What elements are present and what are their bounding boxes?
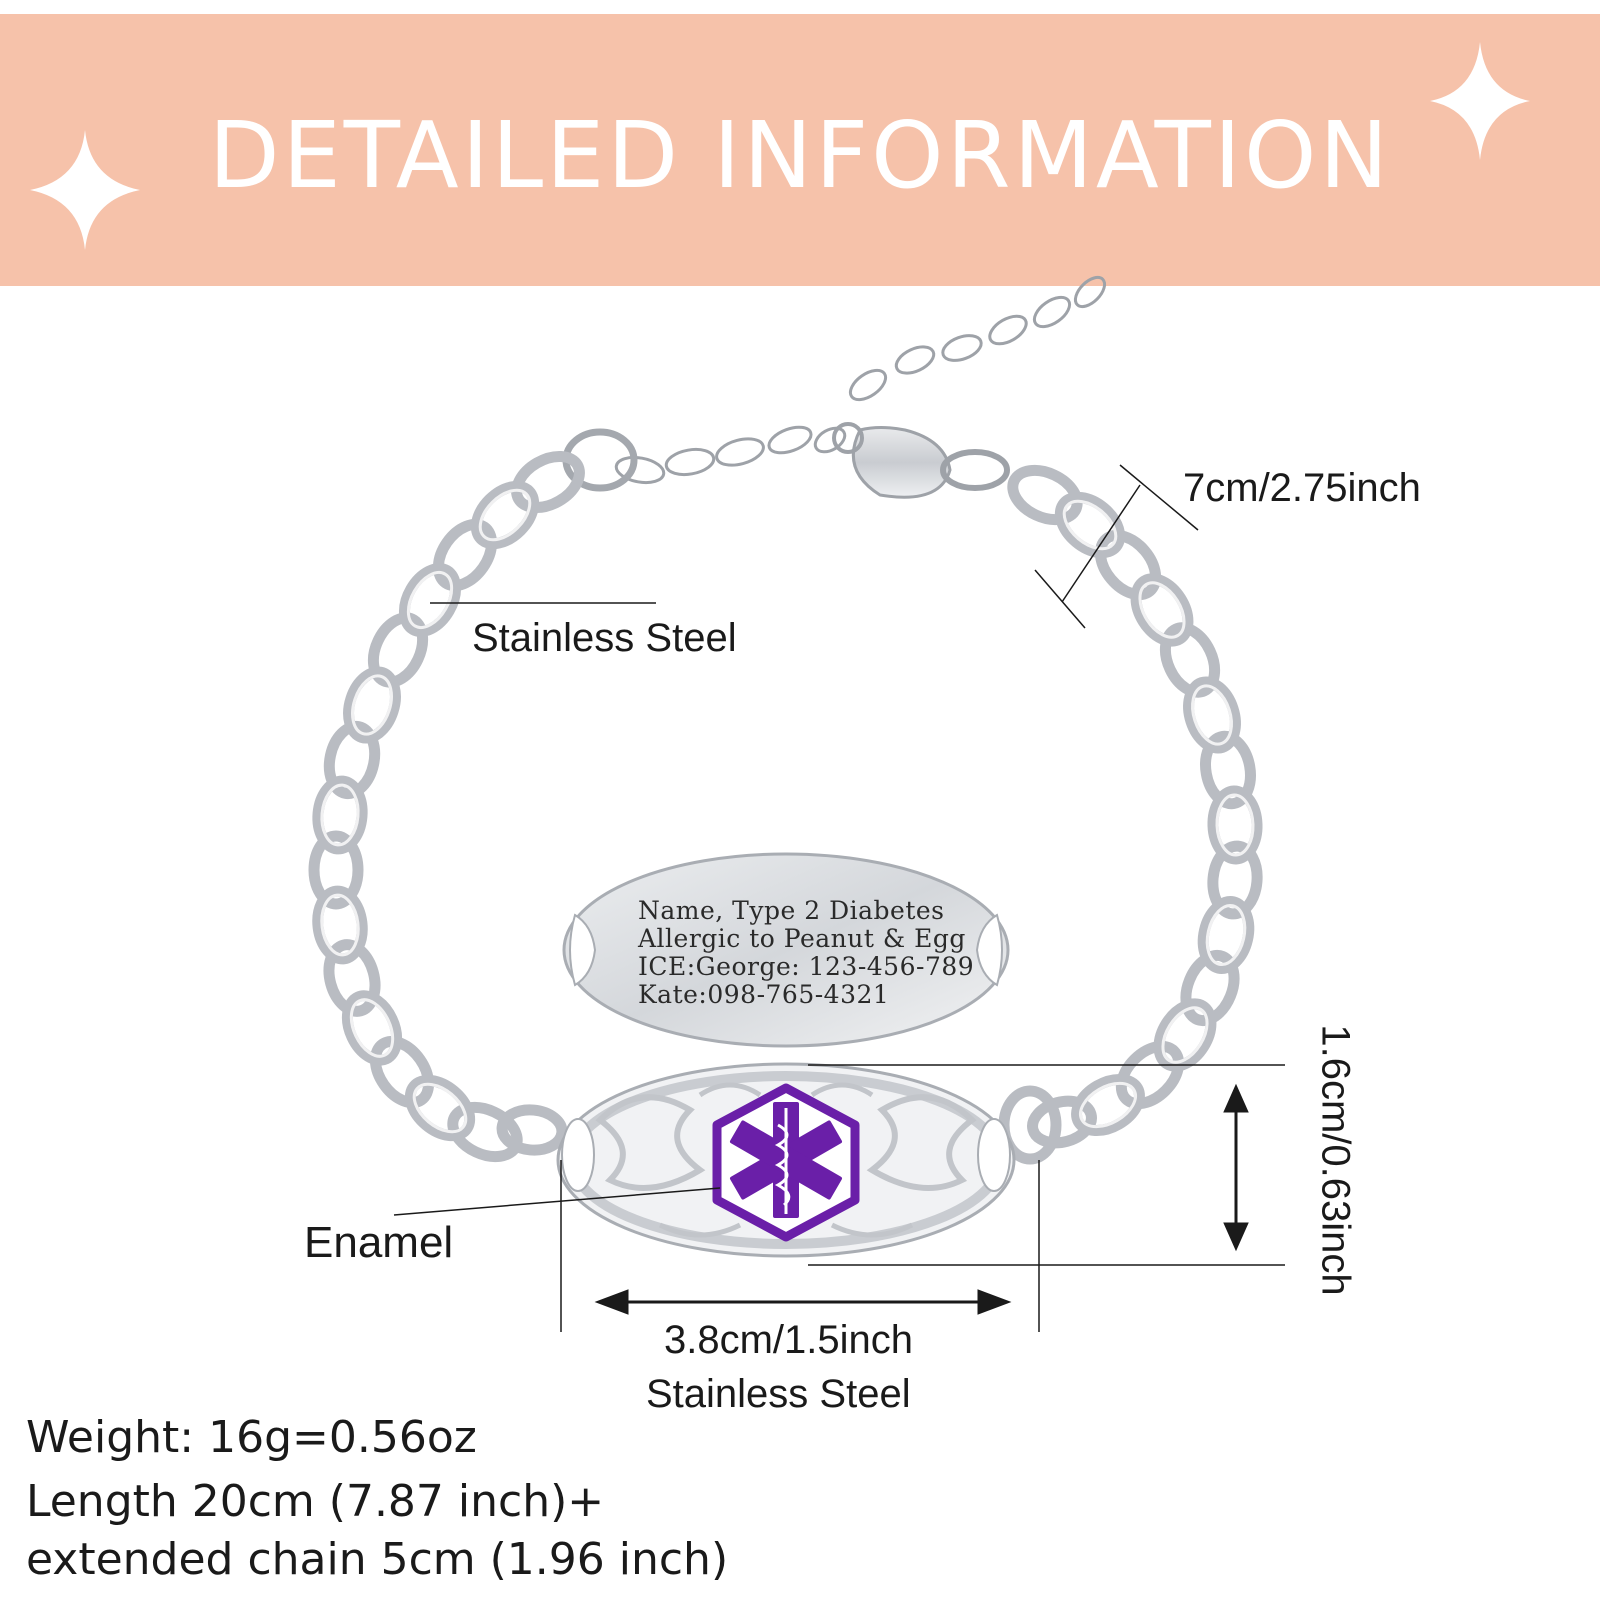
tag-material-label: Stainless Steel: [646, 1372, 911, 1416]
weight-spec: Weight: 16g=0.56oz: [26, 1412, 477, 1463]
engraving-line: Allergic to Peanut & Egg: [638, 924, 966, 953]
dimension-lines: [393, 464, 1285, 1332]
engraving-line: Name, Type 2 Diabetes: [638, 896, 945, 925]
engraving-line: Kate:098-765-4321: [638, 980, 890, 1009]
engraving-line: ICE:George: 123-456-789: [638, 952, 975, 981]
extended-chain-spec: extended chain 5cm (1.96 inch): [26, 1534, 729, 1585]
banner-title: DETAILED INFORMATION: [208, 102, 1392, 209]
tag-width-label: 3.8cm/1.5inch: [664, 1318, 914, 1362]
curb-chain-right: [998, 464, 1263, 1165]
chain-width-label: 7cm/2.75inch: [1183, 466, 1421, 510]
curb-chain-left: [308, 450, 585, 1163]
sparkle-icon: [1430, 42, 1530, 160]
medical-star-of-life-icon: [712, 1083, 860, 1242]
width-arrow: [594, 1289, 1012, 1315]
enamel-label: Enamel: [304, 1218, 454, 1267]
engraved-tag-back: [562, 852, 1010, 1048]
tag-height-label: 1.6cm/0.63inch: [1313, 1024, 1358, 1296]
length-spec: Length 20cm (7.87 inch)+: [26, 1476, 605, 1527]
chain-material-label: Stainless Steel: [472, 616, 737, 660]
header-banner: [0, 14, 1600, 286]
height-arrow: [1223, 1083, 1249, 1252]
extension-chain: [614, 275, 1107, 485]
sparkle-icon: [30, 130, 140, 250]
lobster-clasp: [562, 422, 1010, 499]
